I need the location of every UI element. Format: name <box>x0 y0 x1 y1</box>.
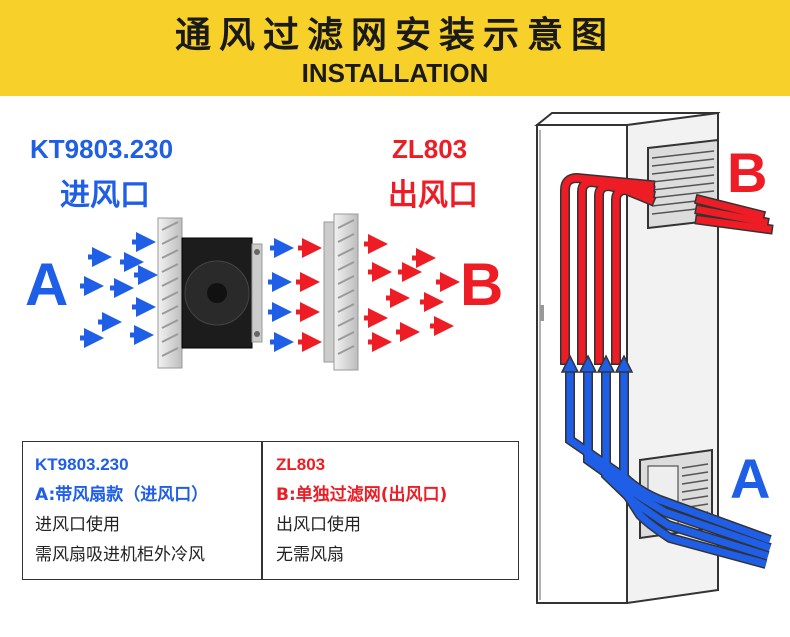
right-line1: 出风口使用 <box>276 515 361 535</box>
table-divider <box>261 442 263 579</box>
outlet-arrows <box>296 234 460 352</box>
table-left-cell: KT9803.230 A:带风扇款（进风口） 进风口使用 需风扇吸进机柜外冷风 <box>35 450 208 570</box>
cabinet-inlet-letter: A <box>730 447 771 510</box>
inlet-model-label: KT9803.230 <box>30 134 174 164</box>
fan-filter-device <box>157 217 263 369</box>
left-line2: 需风扇吸进机柜外冷风 <box>35 545 205 565</box>
table-right-cell: ZL803 B:单独过滤网(出风口) 出风口使用 无需风扇 <box>276 450 447 570</box>
left-title: A:带风扇款（进风口） <box>35 485 209 505</box>
left-model: KT9803.230 <box>35 455 129 474</box>
left-line1: 进风口使用 <box>35 515 120 535</box>
outlet-filter-device <box>323 213 359 371</box>
cabinet-blue-airflow <box>560 354 772 569</box>
info-table: KT9803.230 A:带风扇款（进风口） 进风口使用 需风扇吸进机柜外冷风 … <box>22 441 519 580</box>
right-title: B:单独过滤网(出风口) <box>276 485 448 505</box>
page-subtitle: INSTALLATION <box>301 58 489 88</box>
cabinet-red-airflow <box>560 172 774 365</box>
flow-inlet-letter: A <box>25 251 69 318</box>
flow-outlet-letter: B <box>460 251 504 318</box>
outlet-model-label: ZL803 <box>392 134 468 164</box>
inlet-port-label: 进风口 <box>60 178 150 213</box>
cabinet-outlet-letter: B <box>727 141 768 204</box>
right-line2: 无需风扇 <box>276 545 344 565</box>
outlet-port-label: 出风口 <box>388 178 478 213</box>
header-banner <box>0 0 790 96</box>
right-model: ZL803 <box>276 455 326 474</box>
page-title: 通风过滤网安装示意图 <box>174 15 615 56</box>
inlet-arrows <box>80 232 294 352</box>
